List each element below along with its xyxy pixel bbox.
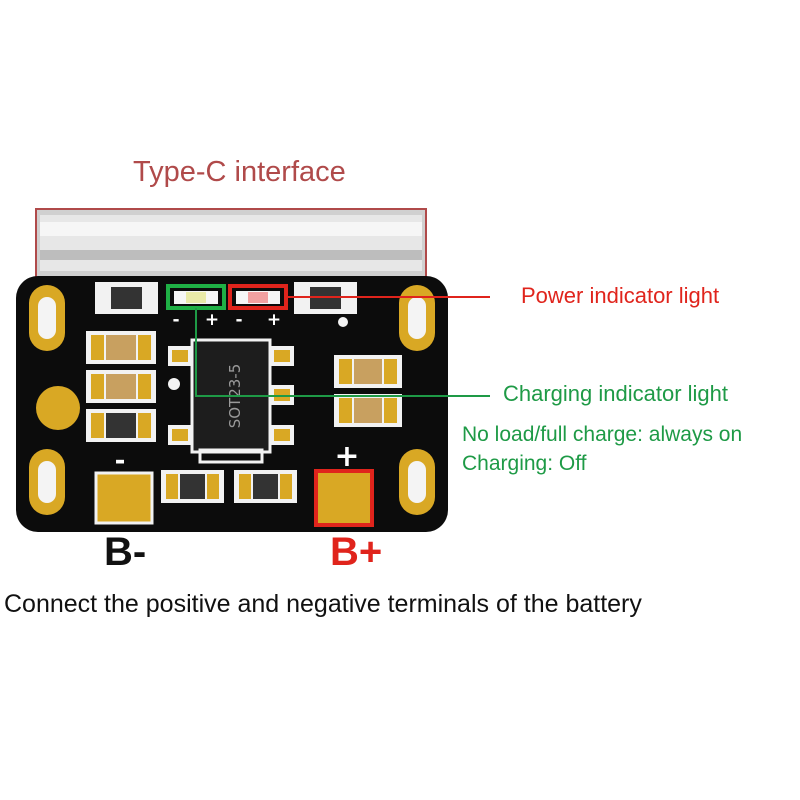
- resistor-left-3: [86, 409, 156, 442]
- negative-silkscreen: -: [115, 446, 126, 476]
- charging-state-label: Charging: Off: [462, 452, 587, 475]
- power-indicator-label: Power indicator light: [521, 283, 720, 308]
- led-polarity-mark: +: [205, 310, 219, 330]
- positive-silkscreen: +: [334, 439, 359, 474]
- round-test-pad: [36, 386, 80, 430]
- type-c-connector: [35, 208, 427, 280]
- type-c-interface-label: Type-C interface: [133, 156, 346, 188]
- battery-positive-pad: [314, 469, 374, 527]
- capacitor-left-1: [86, 331, 156, 364]
- mounting-slot-bottom-left: [29, 449, 65, 515]
- capacitor-left-2: [86, 370, 156, 403]
- capacitor-right-1: [334, 355, 402, 388]
- battery-negative-label: B-: [104, 530, 147, 574]
- led-polarity-mark: +: [267, 310, 281, 330]
- via-hole: [168, 378, 180, 390]
- resistor-bottom-right: [234, 470, 297, 503]
- connection-caption: Connect the positive and negative termin…: [4, 590, 642, 618]
- mounting-slot-bottom-right: [399, 449, 435, 515]
- mounting-slot-top-left: [29, 285, 65, 351]
- battery-positive-label: B+: [330, 530, 383, 574]
- capacitor-right-2: [334, 394, 402, 427]
- led-polarity-mark: -: [235, 310, 242, 330]
- led-polarity-mark: -: [172, 310, 179, 330]
- no-load-state-label: No load/full charge: always on: [462, 423, 743, 446]
- charging-callout-line: [195, 308, 490, 397]
- charging-indicator-label: Charging indicator light: [503, 381, 729, 406]
- resistor-top-left: [95, 282, 158, 314]
- via-hole: [338, 317, 348, 327]
- mounting-slot-top-right: [399, 285, 435, 351]
- resistor-bottom-left: [161, 470, 224, 503]
- battery-negative-pad: [94, 471, 154, 525]
